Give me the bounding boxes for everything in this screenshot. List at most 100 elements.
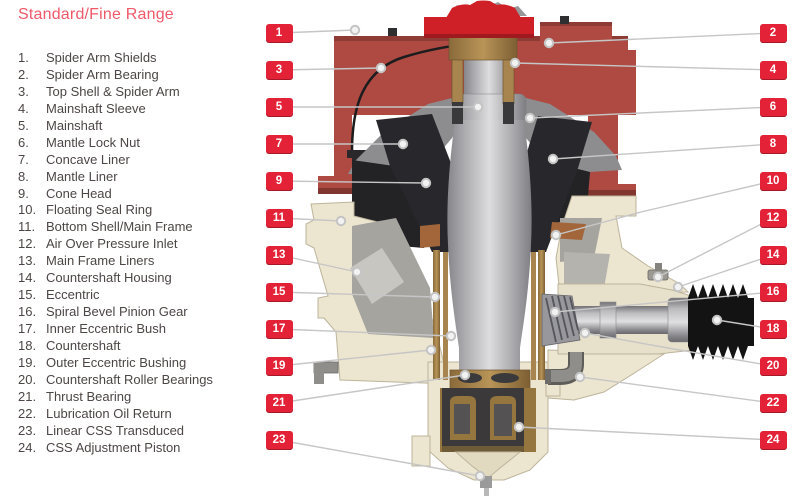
- legend-item-number: 14.: [18, 270, 37, 286]
- legend-item: 2. Spider Arm Bearing: [18, 67, 213, 84]
- legend-item-label: Lubrication Oil Return: [46, 405, 172, 421]
- legend-item-number: 9.: [18, 185, 29, 201]
- legend-item-label: Mantle Lock Nut: [46, 134, 140, 150]
- callout-badge: 19: [265, 356, 293, 376]
- legend-item-number: 4.: [18, 100, 29, 116]
- legend-item-label: Eccentric: [46, 287, 100, 303]
- mainshaft-sleeve: [448, 35, 518, 124]
- lubrication-oil-return-pipe: [313, 352, 584, 385]
- legend-item: 24. CSS Adjustment Piston: [18, 440, 213, 457]
- legend-item-number: 1.: [18, 50, 29, 65]
- legend-item-label: Countershaft Roller Bearings: [46, 371, 213, 387]
- legend-item-label: Spiral Bevel Pinion Gear: [46, 304, 188, 320]
- legend-item-number: 2.: [18, 66, 29, 82]
- legend-item-number: 13.: [18, 253, 37, 269]
- legend-item: 5. Mainshaft: [18, 118, 213, 135]
- legend-item: 23. Linear CSS Transduced: [18, 423, 213, 440]
- callout-badge: 10: [759, 171, 787, 191]
- legend-item-number: 11.: [18, 219, 36, 235]
- callout-badge: 24: [759, 430, 787, 450]
- callout-badge: 16: [759, 282, 787, 302]
- callout-badge: 23: [265, 430, 293, 450]
- callout-badge: 1: [265, 23, 293, 43]
- callout-badge: 15: [265, 282, 293, 302]
- legend-item-label: Air Over Pressure Inlet: [46, 236, 178, 252]
- legend-item-number: 22.: [18, 405, 37, 421]
- legend-item: 14. Countershaft Housing: [18, 270, 213, 287]
- legend-item-number: 7.: [18, 151, 29, 167]
- callout-badge: 11: [265, 208, 293, 228]
- legend-item-number: 17.: [18, 321, 37, 336]
- legend-item: 3. Top Shell & Spider Arm: [18, 84, 213, 101]
- legend-item-label: CSS Adjustment Piston: [46, 439, 181, 455]
- callout-badge: 13: [265, 245, 293, 265]
- legend-item-label: Cone Head: [46, 185, 112, 201]
- legend-item-number: 15.: [18, 287, 37, 303]
- legend-item-number: 24.: [18, 439, 37, 455]
- callout-badge: 14: [759, 245, 787, 265]
- legend-item-number: 6.: [18, 134, 29, 150]
- legend-item: 10. Floating Seal Ring: [18, 202, 213, 219]
- legend-item-label: Inner Eccentric Bush: [46, 321, 166, 336]
- legend-item-number: 5.: [18, 117, 29, 133]
- callout-badge: 17: [265, 319, 293, 339]
- callout-badge: 18: [759, 319, 787, 339]
- legend-item: 17. Inner Eccentric Bush: [18, 321, 213, 338]
- legend-item-label: Spider Arm Shields: [46, 50, 157, 65]
- legend-list: 1. Spider Arm Shields 2. Spider Arm Bearing…: [18, 50, 213, 457]
- legend-item-number: 21.: [18, 388, 37, 404]
- legend-item: 4. Mainshaft Sleeve: [18, 101, 213, 118]
- legend-item-label: Outer Eccentric Bushing: [46, 354, 187, 370]
- callout-badge: 12: [759, 208, 787, 228]
- callout-badge: 8: [759, 134, 787, 154]
- legend-item-number: 3.: [18, 83, 29, 99]
- legend-item-number: 18.: [18, 337, 37, 353]
- drive-pulley: [688, 284, 754, 360]
- legend-item-label: Top Shell & Spider Arm: [46, 83, 180, 99]
- legend-item-number: 10.: [18, 202, 37, 218]
- page-title: Standard/Fine Range: [18, 6, 174, 23]
- callout-badge: 4: [759, 60, 787, 80]
- legend-item-label: Mainshaft: [46, 117, 103, 133]
- legend-item: 22. Lubrication Oil Return: [18, 406, 213, 423]
- legend-item: 12. Air Over Pressure Inlet: [18, 236, 213, 253]
- air-over-pressure-inlet-fitting: [647, 263, 669, 281]
- legend-item: 9. Cone Head: [18, 186, 213, 203]
- legend-item: 15. Eccentric: [18, 287, 213, 304]
- legend-item-label: Spider Arm Bearing: [46, 66, 159, 82]
- callout-badge: 20: [759, 356, 787, 376]
- legend-item: 11.Bottom Shell/Main Frame: [18, 219, 213, 236]
- spider-cap: [424, 0, 534, 38]
- legend-item-number: 12.: [18, 236, 37, 252]
- legend-item: 13. Main Frame Liners: [18, 253, 213, 270]
- legend-item-label: Mantle Liner: [46, 168, 118, 184]
- callout-badge: 6: [759, 97, 787, 117]
- legend-item-label: Countershaft Housing: [46, 270, 172, 286]
- callout-badge: 7: [265, 134, 293, 154]
- legend-item: 21. Thrust Bearing: [18, 389, 213, 406]
- callout-badge: 3: [265, 60, 293, 80]
- css-adjustment-housing: [440, 388, 536, 452]
- callout-badge: 5: [265, 97, 293, 117]
- legend-item: 18. Countershaft: [18, 338, 213, 355]
- legend-item-label: Countershaft: [46, 337, 121, 353]
- callout-badge: 21: [265, 393, 293, 413]
- legend-item-label: Linear CSS Transduced: [46, 422, 185, 438]
- legend-item-label: Floating Seal Ring: [46, 202, 153, 218]
- callout-badge: 22: [759, 393, 787, 413]
- legend-item: 8.Mantle Liner: [18, 169, 213, 186]
- legend-item-number: 20.: [18, 371, 37, 387]
- callout-badge: 2: [759, 23, 787, 43]
- legend-item-label: Concave Liner: [46, 151, 130, 167]
- legend-item-number: 23.: [18, 422, 37, 438]
- legend-item: 19.Outer Eccentric Bushing: [18, 355, 213, 372]
- legend-item: 16. Spiral Bevel Pinion Gear: [18, 304, 213, 321]
- eccentric-bushings: [433, 250, 545, 380]
- legend-item: 1. Spider Arm Shields: [18, 50, 213, 67]
- legend-item-number: 16.: [18, 304, 37, 320]
- legend-item-label: Thrust Bearing: [46, 388, 132, 404]
- legend-item-label: Main Frame Liners: [46, 253, 155, 269]
- legend-item-label: Mainshaft Sleeve: [46, 100, 146, 116]
- legend-item: 20. Countershaft Roller Bearings: [18, 372, 213, 389]
